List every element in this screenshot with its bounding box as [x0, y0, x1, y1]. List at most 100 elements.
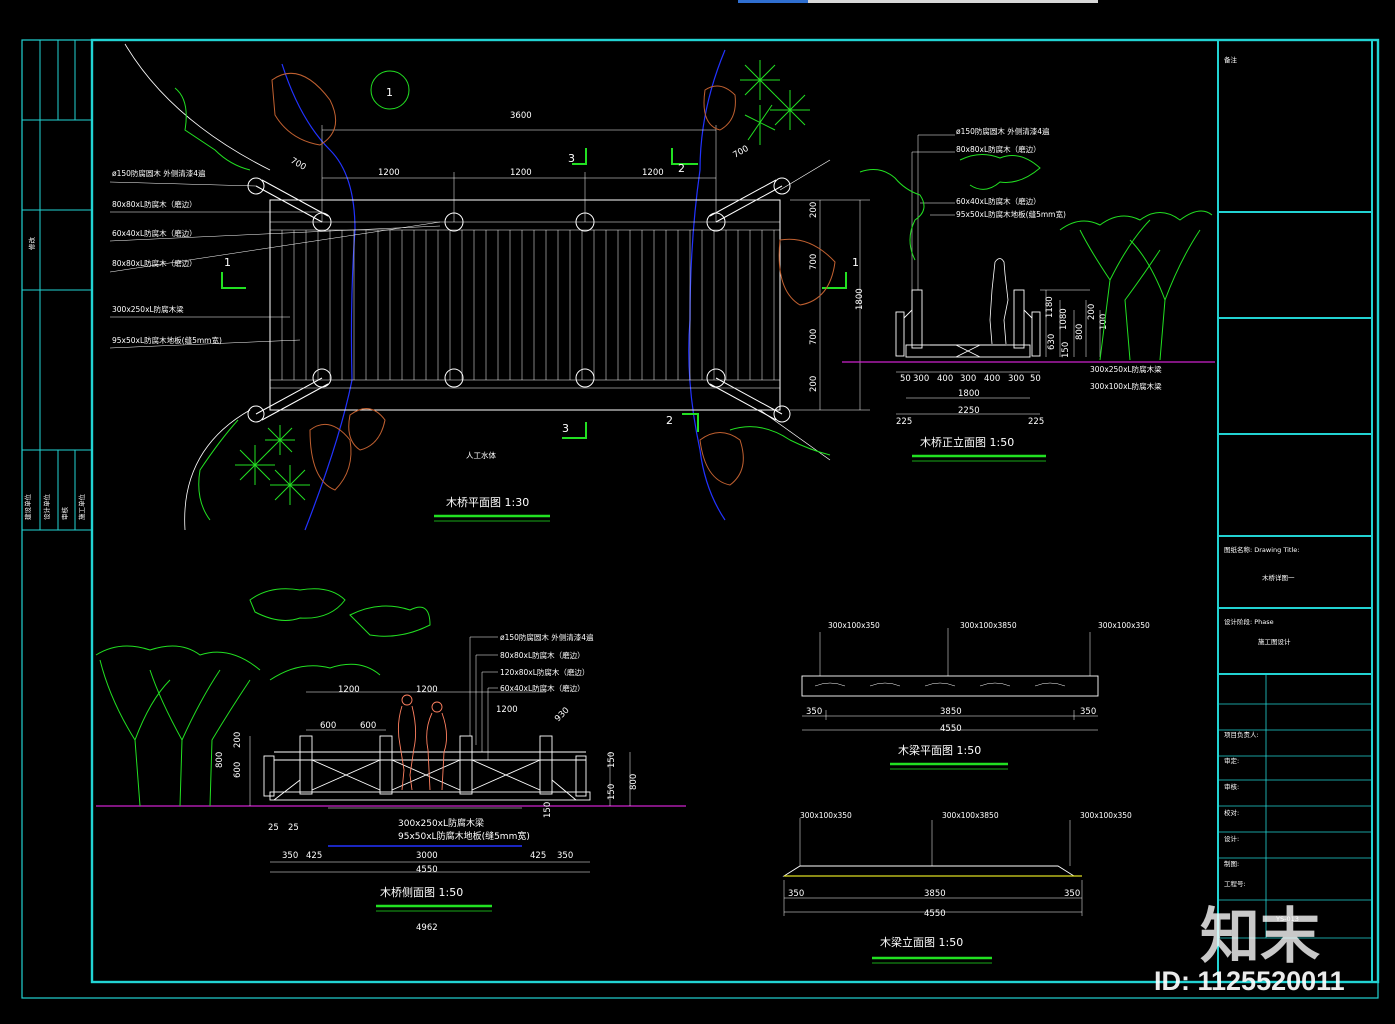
front-trees — [859, 154, 1213, 361]
side-b-4: 425 — [306, 851, 322, 861]
beam-plan-label-2: 300x100x3850 — [960, 621, 1017, 630]
tb-field-1: 项目负责人: — [1224, 730, 1259, 739]
front-dims — [896, 289, 1090, 415]
left-strip-top-label: 修改 — [27, 237, 36, 251]
section-3-bottom: 3 — [562, 422, 569, 435]
front-callout-1: ø150防腐圆木 外侧清漆4遍 — [956, 126, 1050, 136]
beam-plan-total: 4550 — [940, 724, 962, 734]
title-block — [1217, 40, 1373, 982]
side-b-7: 350 — [557, 851, 573, 861]
side-b-6: 425 — [530, 851, 546, 861]
side-left-1: 800 — [215, 752, 225, 768]
beam-plan-dim-2: 3850 — [940, 707, 962, 717]
section-1-right: 1 — [852, 256, 859, 269]
side-bottom-2: 95x50xL防腐木地板(缝5mm宽) — [398, 830, 530, 842]
front-h-7: 50 — [1030, 374, 1041, 384]
tb-field-2: 审定: — [1224, 756, 1239, 765]
title-block-rows — [1218, 674, 1372, 939]
plan-number: 1 — [386, 86, 393, 99]
deck-planks — [281, 230, 775, 380]
side-trees — [95, 588, 431, 807]
plan-dim-r-1: 200 — [809, 202, 819, 218]
side-left-3: 200 — [233, 732, 243, 748]
plan-title: 木桥平面图 1:30 — [446, 496, 529, 509]
beam-elev-dim-3: 350 — [1064, 889, 1080, 899]
beam-plan-label-3: 300x100x350 — [1098, 621, 1150, 630]
side-b-2: 25 — [288, 823, 299, 833]
side-left-2: 600 — [233, 762, 243, 778]
tb-stage-label: 设计阶段: Phase — [1224, 617, 1274, 626]
beam-elev-total: 4550 — [924, 909, 946, 919]
front-h-5: 400 — [984, 374, 1000, 384]
side-right-4: 150 — [543, 802, 553, 818]
side-bottom-1: 300x250xL防腐木梁 — [398, 817, 484, 829]
front-bottom-1: 300x250xL防腐木梁 — [1090, 364, 1162, 374]
beam-plan-dim-1: 350 — [806, 707, 822, 717]
side-b-3: 350 — [282, 851, 298, 861]
tb-drawing-name-label: 图纸名称: Drawing Title: — [1224, 545, 1299, 554]
front-title: 木桥正立面图 1:50 — [920, 435, 1014, 449]
side-people — [397, 694, 447, 791]
front-v-4: 630 — [1047, 334, 1057, 350]
drawing-frame — [90, 38, 1380, 984]
front-bridge — [895, 289, 1041, 358]
plan-dim-span-3: 1200 — [642, 168, 664, 178]
side-title: 木桥侧面图 1:50 — [380, 886, 463, 899]
plan-dim-diag-1: 700 — [289, 156, 308, 173]
front-h-1: 50 — [900, 374, 911, 384]
left-strip-label-3: 审核 — [60, 507, 69, 521]
side-dims — [249, 691, 631, 873]
side-top-4: 600 — [320, 721, 336, 731]
side-b-5: 3000 — [416, 851, 438, 861]
top-bar-blue — [738, 0, 808, 3]
section-markers — [221, 148, 847, 439]
plan-dim-r-2: 1800 — [855, 288, 865, 310]
plan-callout-3: 60x40xL防腐木（磨边） — [112, 228, 197, 238]
side-total: 4550 — [416, 865, 438, 875]
beam-elevation: 300x100x350 300x100x3850 300x100x350 350… — [782, 811, 1132, 964]
side-top-2: 1200 — [416, 685, 438, 695]
plan-dim-r-5: 700 — [809, 329, 819, 345]
water-edge-right — [688, 49, 726, 521]
front-d225a: 225 — [896, 417, 912, 427]
side-top-1: 1200 — [338, 685, 360, 695]
front-h-6: 300 — [1008, 374, 1024, 384]
plan-dim-span-2: 1200 — [510, 168, 532, 178]
side-leaders — [469, 636, 498, 760]
section-1-left: 1 — [224, 256, 231, 269]
tb-field-4: 校对: — [1224, 808, 1239, 817]
tb-field-6: 制图: — [1224, 859, 1239, 868]
plan-dim-diag-2: 700 — [732, 144, 751, 161]
side-callout-1: ø150防腐圆木 外侧清漆4遍 — [500, 632, 594, 642]
beam-plan-title: 木梁平面图 1:50 — [898, 743, 981, 757]
front-v-dimlines — [1045, 290, 1101, 357]
brand-watermark: 知末 — [1200, 903, 1320, 970]
top-bar-grey — [808, 0, 1098, 3]
plan-deck — [269, 199, 781, 411]
tb-field-7: 工程号: — [1224, 879, 1246, 888]
tb-drawing-name: 木桥详图一 — [1262, 573, 1295, 582]
id-watermark: ID: 1125520011 — [1154, 966, 1345, 996]
front-v-1: 1180 — [1045, 296, 1055, 318]
front-v-6: 200 — [1087, 304, 1097, 320]
beam-plan: 300x100x350 300x100x3850 300x100x350 350… — [801, 621, 1150, 770]
plan-callout-1: ø150防腐圆木 外侧清漆4遍 — [112, 168, 206, 178]
plan-dim-r-4: 700 — [809, 254, 819, 270]
front-person — [989, 258, 1009, 345]
left-strip-label-2: 设计单位 — [42, 494, 51, 521]
section-2-top: 2 — [678, 162, 685, 175]
plan-callout-2: 80x80xL防腐木（磨边） — [112, 199, 197, 209]
section-2-bottom: 2 — [666, 414, 673, 427]
front-d2250: 2250 — [958, 406, 980, 416]
front-callout-2: 80x80xL防腐木（磨边） — [956, 144, 1041, 154]
plan-callout-leaders — [109, 181, 441, 349]
left-strip — [22, 40, 92, 531]
front-leaders — [911, 134, 955, 292]
side-angle: 930 — [553, 706, 572, 725]
side-top-5: 600 — [360, 721, 376, 731]
side-callout-4: 60x40xL防腐木（磨边） — [500, 683, 585, 693]
plan-water-label: 人工水体 — [466, 450, 496, 460]
plan-dim-r-3: 200 — [809, 376, 819, 392]
front-h-2: 300 — [913, 374, 929, 384]
plan-dim-overall: 3600 — [510, 111, 532, 121]
